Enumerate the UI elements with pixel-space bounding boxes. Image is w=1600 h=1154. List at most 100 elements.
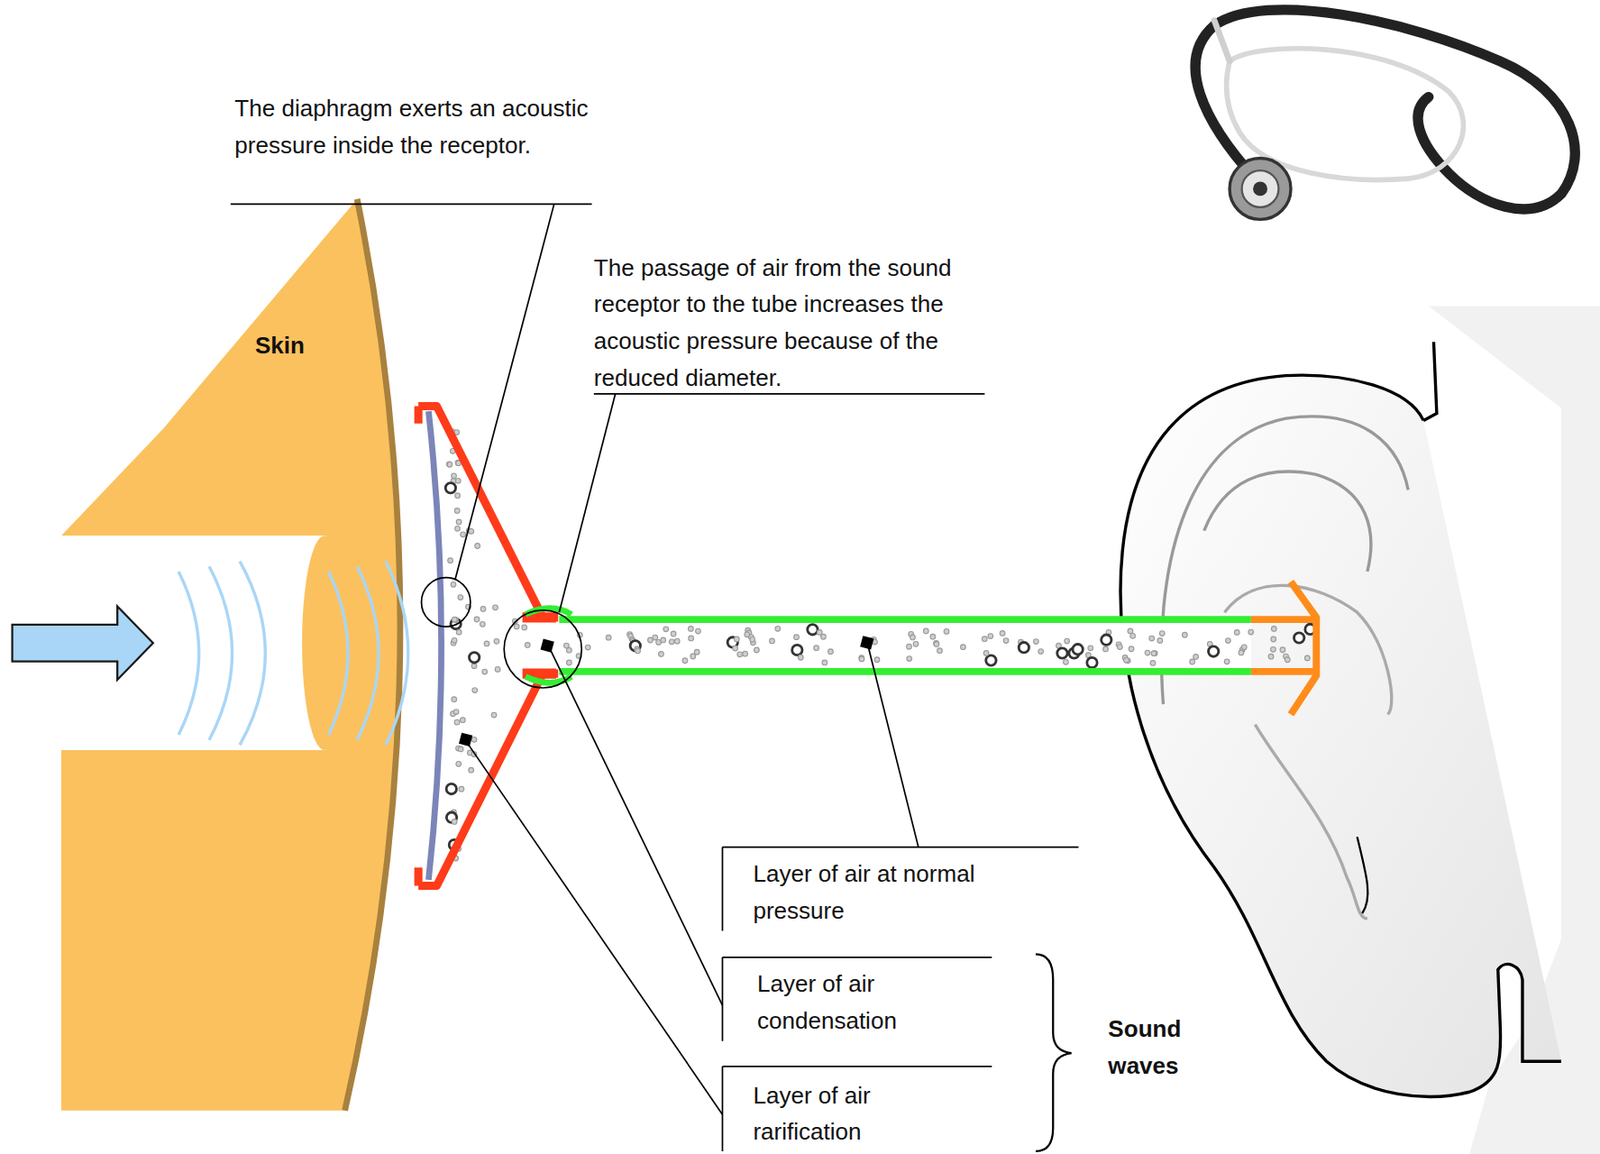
callout-note: The passage of air from the sound recept… [594,248,1013,396]
illustration-part [1103,646,1109,652]
illustration-part [775,625,781,631]
tube [558,619,1252,672]
illustration-part [1189,658,1196,665]
illustration-part [493,639,500,645]
illustration-part [178,571,200,735]
illustration-part [451,819,458,825]
illustration-part [635,648,641,654]
illustration-part [1150,660,1156,667]
illustration-part [722,847,1079,932]
illustration-part [868,647,918,848]
illustration-part [491,712,497,718]
illustration-part [1193,654,1199,660]
illustration-part [513,623,520,630]
illustration-part [1280,647,1286,653]
part-label: Layer of air rarification [752,1076,978,1151]
illustration-part [690,653,696,659]
illustration-part [469,652,480,663]
ear-antihelix [1204,471,1372,572]
illustration-part [933,641,940,648]
illustration-part [1225,638,1232,644]
illustration-part [688,635,695,641]
illustration-part [670,630,677,637]
illustration-part [457,746,464,752]
illustration-part [230,203,593,206]
illustration-part [937,648,943,654]
illustration-part [1057,648,1068,659]
illustration-part [1241,644,1247,650]
illustration-part [754,647,760,653]
illustration-part [1003,638,1009,644]
illustration-part [451,473,458,479]
illustration-part [1294,632,1305,643]
illustration-part [446,783,457,794]
illustration-part [456,519,462,525]
ear-tragus [1254,724,1368,919]
receptor-air [433,408,559,883]
illustration-part [674,638,680,644]
group-label: Sound waves [1107,1010,1221,1085]
illustration-part [471,737,477,743]
air-particles [445,429,1316,861]
illustration-part [1117,644,1124,650]
illustration-part [749,636,756,642]
illustration-part [999,630,1006,637]
illustration-part [1208,646,1219,657]
illustration-part [460,717,467,723]
illustration-part [822,659,828,666]
illustration-part [1214,20,1230,62]
illustration-part [807,624,818,635]
illustration-part [828,649,834,655]
illustration-part [1284,657,1290,663]
illustration-part [605,634,612,640]
marker [540,639,555,653]
illustration-part [1238,649,1244,656]
illustration-part [1157,638,1163,644]
illustration-part [1195,9,1575,210]
illustration-part [797,654,804,660]
illustration-part [450,581,457,587]
illustration-part [468,528,475,534]
illustration-part [1149,635,1155,641]
illustration-part [874,657,880,663]
illustration-part [668,639,675,645]
illustration-part [906,643,913,650]
sound-waves [178,561,409,746]
illustration-part [732,645,739,651]
illustration-part [910,634,916,640]
illustration-part [585,644,591,650]
illustration-part [1038,649,1044,655]
illustration-part [451,638,458,644]
illustration-part [722,957,992,1042]
chest-piece-bottom [418,673,558,886]
illustration-part [456,760,462,767]
leader-lines [230,203,1079,1152]
illustration-part [455,477,461,484]
illustration-part [1224,658,1230,665]
illustration-part [521,624,528,631]
illustration-part [1035,953,1072,1151]
channel-end [301,535,348,750]
marker [458,732,473,747]
diaphragm [428,411,441,880]
illustration-part [1064,638,1070,644]
chest-piece-neck [522,617,557,674]
illustration-part [1252,181,1268,196]
illustration-part [594,393,986,395]
illustration-part [466,742,723,1115]
diaphragm-circle [421,577,471,627]
illustration-part [658,651,665,658]
illustration-part [813,645,820,651]
illustration-part [983,650,989,657]
ear-lobe-line [1357,836,1369,914]
illustration-part [455,493,461,499]
illustration-part [480,606,486,613]
illustration-part [1182,631,1189,638]
earpiece [1251,581,1317,714]
illustration-part [737,651,743,658]
illustration-part [1270,646,1277,652]
illustration-part [239,561,266,746]
skin-edge [345,199,401,1111]
illustration-part [913,640,919,647]
illustration-part [930,633,936,640]
